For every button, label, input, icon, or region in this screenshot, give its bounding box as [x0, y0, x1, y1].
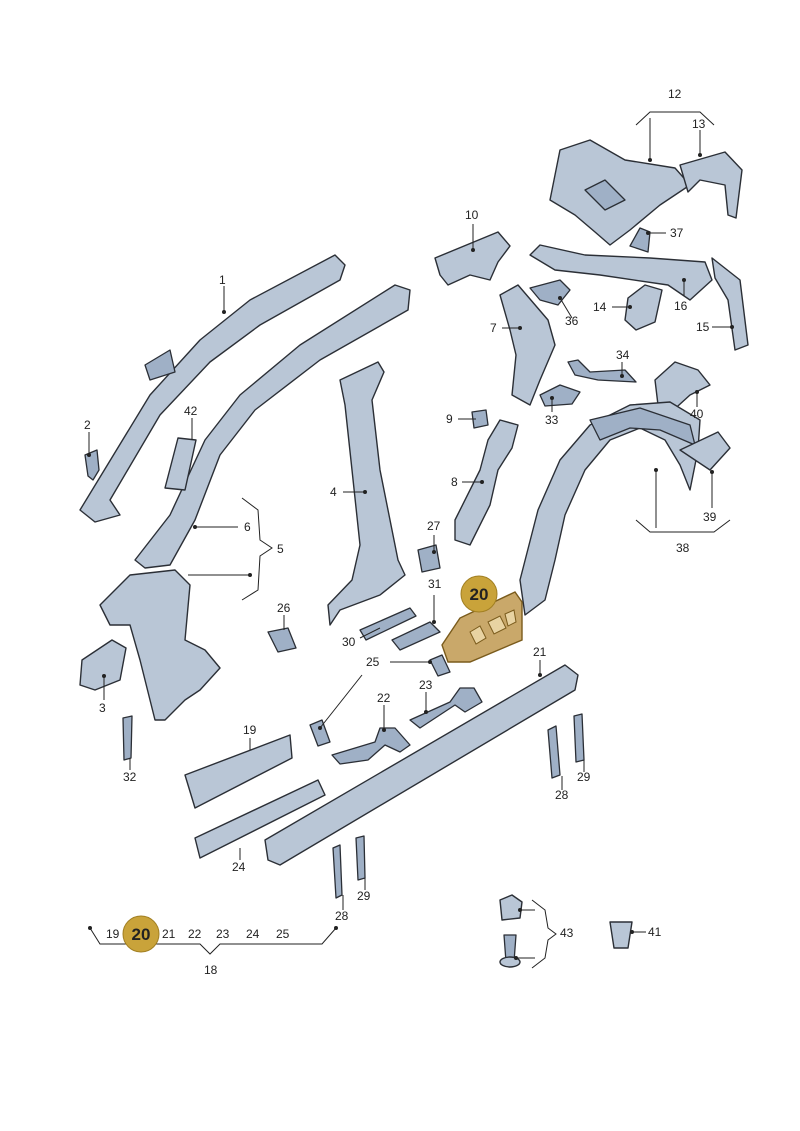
part-30-bracket	[359, 607, 417, 641]
callout-7: 7	[490, 321, 497, 335]
part-25-clip-lower	[309, 719, 331, 747]
part-28-bracket-upper	[547, 725, 561, 779]
callout-13: 13	[692, 117, 706, 131]
callout-19: 19	[243, 723, 257, 737]
part-16-rear-rail	[529, 244, 713, 301]
callout-36: 36	[565, 314, 579, 328]
callout-12: 12	[668, 87, 682, 101]
callout-15: 15	[696, 320, 710, 334]
part-25-clip-upper	[429, 654, 451, 677]
part-42-bracket	[164, 437, 197, 491]
callout-25-main: 25	[366, 655, 380, 669]
part-34-bracket	[567, 359, 637, 383]
callout-34: 34	[616, 348, 630, 362]
callout-23-main: 23	[419, 678, 433, 692]
callout-28-lower: 28	[335, 909, 349, 923]
part-29-bracket-lower	[355, 835, 366, 881]
part-20-highlighted-bracket[interactable]	[441, 591, 523, 663]
part-29-bracket-upper	[573, 713, 585, 763]
part-43-bolt-set	[499, 894, 523, 968]
part-14-bracket	[624, 284, 663, 331]
legend-18: 18	[204, 963, 218, 977]
callout-16: 16	[674, 299, 688, 313]
callout-4: 4	[330, 485, 337, 499]
part-39-bracket	[679, 431, 731, 471]
callout-9: 9	[446, 412, 453, 426]
part-4-b-pillar	[327, 361, 406, 626]
callout-31: 31	[428, 577, 442, 591]
part-10-bracket	[434, 231, 511, 286]
part-1-roof-rail	[79, 254, 346, 523]
part-33-bracket	[539, 384, 581, 407]
part-9-clip	[471, 409, 489, 429]
legend-23: 23	[216, 927, 230, 941]
part-32-strip	[122, 715, 133, 761]
callout-41: 41	[648, 925, 662, 939]
callout-33: 33	[545, 413, 559, 427]
callout-10: 10	[465, 208, 479, 222]
highlight-badge-legend[interactable]: 20	[122, 915, 160, 953]
part-28-bracket-lower	[332, 844, 343, 899]
part-36-bracket	[529, 279, 571, 306]
callout-39: 39	[703, 510, 717, 524]
part-6-a-pillar-rail	[134, 284, 411, 569]
callout-29-upper: 29	[577, 770, 591, 784]
part-13-rear-corner	[679, 151, 743, 219]
part-23-bracket	[409, 687, 483, 729]
callout-43: 43	[560, 926, 574, 940]
leader-lines	[87, 111, 734, 969]
part-24-sill-inner	[194, 779, 326, 859]
part-12-rear-panel	[549, 139, 691, 246]
badge-main-label: 20	[470, 585, 489, 604]
callout-2: 2	[84, 418, 91, 432]
callout-32: 32	[123, 770, 137, 784]
part-21-sill-outer	[264, 664, 579, 866]
part-7-c-pillar	[499, 284, 556, 406]
badge-legend-circle[interactable]	[122, 915, 160, 953]
part-31-bracket	[391, 621, 441, 651]
part-5-a-pillar-lower	[99, 569, 221, 721]
callout-5: 5	[277, 542, 284, 556]
legend-19: 19	[106, 927, 120, 941]
callout-1: 1	[219, 273, 226, 287]
part-2-clip	[84, 449, 100, 481]
callout-29-lower: 29	[357, 889, 371, 903]
callout-40: 40	[690, 407, 704, 421]
callout-38: 38	[676, 541, 690, 555]
callout-3: 3	[99, 701, 106, 715]
callout-42: 42	[184, 404, 198, 418]
highlight-badge-main[interactable]: 20	[460, 575, 498, 613]
part-8-pillar-inner	[454, 419, 519, 546]
legend-22: 22	[188, 927, 202, 941]
callout-labels: 1 2 42 3 4 6 5 7 8 9 10 12 13 37 14 16 1…	[84, 87, 717, 977]
part-15-rear-bracket	[711, 257, 749, 351]
part-41-rivet-nut	[609, 921, 633, 949]
badge-main-circle[interactable]	[460, 575, 498, 613]
callout-21-main: 21	[533, 645, 547, 659]
callout-8: 8	[451, 475, 458, 489]
callout-37: 37	[670, 226, 684, 240]
callout-27: 27	[427, 519, 441, 533]
part-19-sill-reinforcement	[184, 734, 293, 809]
callout-26: 26	[277, 601, 291, 615]
part-3-bracket	[79, 639, 127, 691]
legend-25: 25	[276, 927, 290, 941]
callout-28-upper: 28	[555, 788, 569, 802]
callout-22-main: 22	[377, 691, 391, 705]
part-37-clip	[629, 227, 651, 253]
callout-6: 6	[244, 520, 251, 534]
part-27-bracket	[417, 544, 441, 573]
badge-legend-label: 20	[132, 925, 151, 944]
legend-24: 24	[246, 927, 260, 941]
callout-24-main: 24	[232, 860, 246, 874]
legend-21: 21	[162, 927, 176, 941]
part-26-bracket	[267, 627, 297, 653]
callout-30: 30	[342, 635, 356, 649]
callout-14: 14	[593, 300, 607, 314]
part-22-jack-bracket	[331, 727, 411, 765]
part-38-wheel-arch	[519, 401, 701, 616]
